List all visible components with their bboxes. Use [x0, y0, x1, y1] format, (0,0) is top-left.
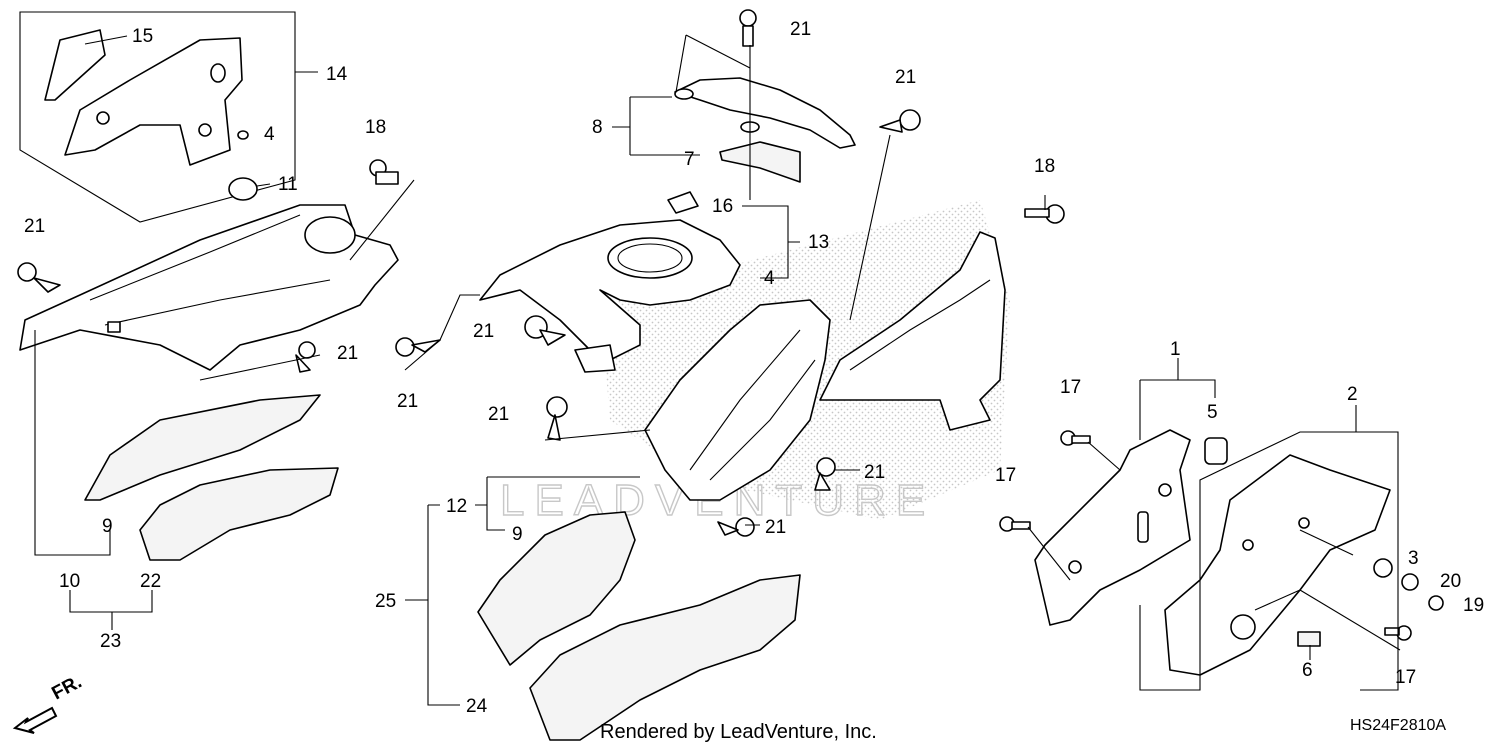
callout-21: 21: [765, 517, 786, 538]
callout-25: 25: [375, 591, 396, 612]
callout-2: 2: [1347, 384, 1358, 405]
callout-11: 11: [278, 174, 298, 195]
callout-21: 21: [473, 321, 494, 342]
footer-credit: Rendered by LeadVenture, Inc.: [600, 721, 877, 743]
callout-21: 21: [397, 391, 418, 412]
callout-20: 20: [1440, 571, 1461, 592]
washer-20: [1401, 573, 1419, 591]
callout-10: 10: [59, 571, 80, 592]
rear-fender-cover: [819, 231, 1006, 431]
inner-cover-group: [19, 11, 296, 223]
callout-16: 16: [712, 196, 733, 217]
callout-18: 18: [365, 117, 386, 138]
callout-1: 1: [1170, 339, 1181, 360]
callout-18: 18: [1034, 156, 1055, 177]
left-pad-22: [139, 467, 339, 561]
callout-9: 9: [102, 516, 113, 537]
collar-3: [1373, 558, 1393, 578]
callout-23: 23: [100, 631, 121, 652]
front-direction-indicator: FR.: [12, 672, 85, 734]
callout-labels: 1 2 3 4 4 5 6 7 8 9 9 10 11 12 13 14 15 …: [24, 19, 1484, 717]
callout-24: 24: [466, 696, 488, 717]
callout-13: 13: [808, 232, 829, 253]
front-arrow-icon: [12, 706, 58, 734]
callout-21: 21: [790, 19, 811, 40]
callout-21: 21: [24, 216, 45, 237]
callout-21: 21: [864, 462, 885, 483]
callout-9: 9: [512, 524, 523, 545]
fasteners: [17, 9, 1412, 641]
callout-19: 19: [1463, 595, 1484, 616]
callout-7: 7: [684, 149, 695, 170]
callout-6: 6: [1302, 660, 1313, 681]
callout-8: 8: [592, 117, 603, 138]
callout-22: 22: [140, 571, 161, 592]
top-bracket-group: [674, 77, 856, 183]
center-pad-24: [529, 574, 801, 741]
callout-14: 14: [326, 64, 348, 85]
leader-lines: [34, 34, 1401, 706]
bolt-19: [1428, 595, 1444, 611]
callout-15: 15: [132, 26, 153, 47]
left-side-cover: [19, 204, 399, 371]
grommet-16: [667, 191, 699, 214]
tank-cover: [479, 194, 741, 373]
callout-4: 4: [764, 268, 775, 289]
guard-1: [1034, 429, 1191, 626]
callout-17: 17: [1060, 377, 1081, 398]
center-pad-9: [477, 511, 636, 666]
callout-17: 17: [1395, 667, 1416, 688]
left-pad-9: [84, 394, 321, 501]
guard-2: [1164, 454, 1391, 676]
callout-21: 21: [895, 67, 916, 88]
callout-5: 5: [1207, 402, 1218, 423]
grommet-11: [228, 177, 258, 201]
front-label: FR.: [48, 672, 85, 705]
callout-21: 21: [488, 404, 509, 425]
callout-3: 3: [1408, 548, 1419, 569]
callout-21: 21: [337, 343, 358, 364]
callout-4: 4: [264, 124, 275, 145]
diagram-code: HS24F2810A: [1350, 717, 1446, 734]
callout-12: 12: [446, 496, 467, 517]
label-6: [1297, 631, 1321, 647]
cap-5: [1204, 437, 1228, 465]
main-side-cover: [644, 299, 831, 501]
callout-17: 17: [995, 465, 1016, 486]
